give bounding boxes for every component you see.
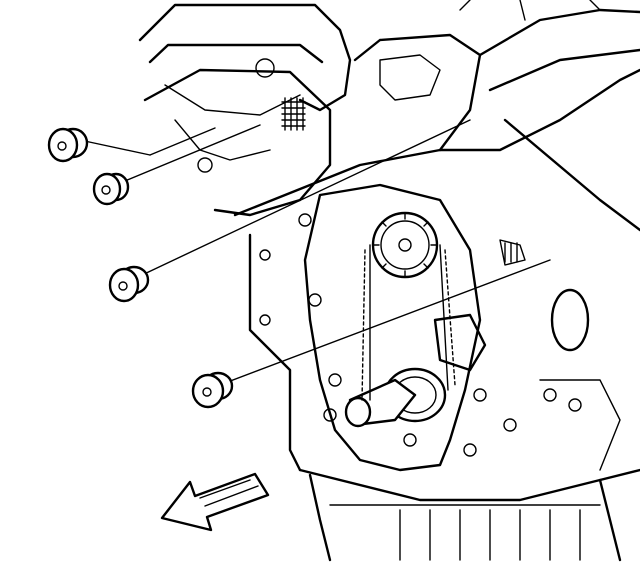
cover-bolts bbox=[259, 213, 517, 457]
crank-sprocket bbox=[344, 367, 447, 428]
plug-4-icon bbox=[191, 371, 234, 409]
plug-1-icon bbox=[47, 127, 89, 163]
head-grid-pattern bbox=[281, 97, 306, 131]
engine-block bbox=[138, 0, 640, 562]
leader-lines bbox=[79, 119, 551, 384]
front-direction-arrow-icon bbox=[160, 472, 270, 532]
plug-3-icon bbox=[108, 265, 150, 303]
plug-2-icon bbox=[92, 172, 130, 206]
oil-pan bbox=[308, 473, 622, 562]
cam-sprocket bbox=[371, 211, 439, 279]
